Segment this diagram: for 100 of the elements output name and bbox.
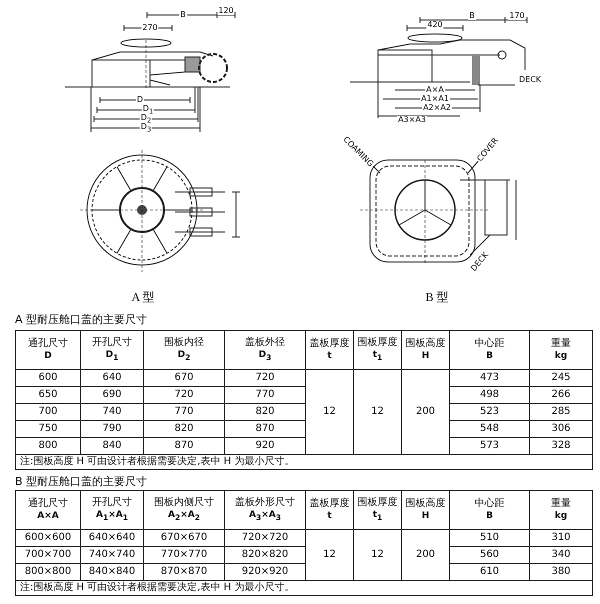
table-cell: 523: [480, 407, 500, 417]
dimension-label: 270: [141, 24, 159, 32]
dimension-label: A2×A2: [422, 104, 452, 112]
column-symbol: t: [327, 512, 332, 521]
column-header: 通孔尺寸: [28, 339, 68, 349]
column-header: 开孔尺寸: [92, 498, 132, 508]
table-cell: 548: [480, 424, 500, 434]
table-cell: 670×670: [160, 533, 208, 543]
column-header: 围板内侧尺寸: [154, 498, 214, 508]
table-cell: 573: [480, 441, 500, 451]
table-cell: 12: [323, 407, 336, 417]
dimension-label: D$_{1}$: [142, 104, 154, 116]
table-cell: 720×720: [242, 533, 288, 543]
table-cell: 306: [551, 424, 571, 434]
view-caption: B 型: [424, 291, 450, 303]
column-header: 中心距: [474, 499, 504, 509]
table-cell: 340: [551, 550, 571, 560]
table-cell: 12: [323, 550, 336, 560]
table-title: A 型耐压舱口盖的主要尺寸: [15, 312, 148, 327]
column-symbol: kg: [554, 352, 568, 361]
table-cell: 920×920: [242, 567, 288, 577]
table-cell: 800×800: [24, 567, 72, 577]
table-cell: 380: [551, 567, 571, 577]
table-cell: 600×600: [24, 533, 72, 543]
table-cell: 560: [480, 550, 500, 560]
column-header: 围板厚度: [358, 498, 398, 508]
column-symbol: A$_{3}$×A$_{3}$: [249, 511, 281, 522]
column-symbol: H: [422, 512, 430, 521]
column-symbol: B: [486, 512, 493, 521]
dimension-label: DECK: [518, 76, 542, 84]
table-cell: 310: [551, 533, 571, 543]
column-symbol: D$_{2}$: [178, 351, 190, 362]
dimension-label: D$_{3}$: [140, 122, 152, 134]
dimension-label: D: [136, 96, 144, 104]
table-cell: 720: [255, 373, 275, 383]
dimension-label: 420: [426, 21, 444, 29]
table-cell: 200: [416, 407, 436, 417]
column-header: 开孔尺寸: [92, 338, 132, 348]
table-cell: 640: [102, 373, 122, 383]
table-cell: 820: [255, 407, 275, 417]
column-symbol: D$_{1}$: [106, 351, 118, 362]
table-cell: 770×770: [160, 550, 208, 560]
dimension-label: A3×A3: [397, 116, 427, 124]
dimension-label: 120: [217, 7, 235, 15]
table-cell: 870×870: [160, 567, 208, 577]
column-header: 围板内径: [164, 338, 204, 348]
table-note: 注:围板高度 H 可由设计者根据需要决定,表中 H 为最小尺寸。: [20, 457, 294, 467]
dimension-label: B: [179, 11, 187, 19]
table-cell: 600: [38, 373, 58, 383]
table-cell: 920: [255, 441, 275, 451]
column-header: 围板高度: [406, 339, 446, 349]
column-header: 盖板外形尺寸: [235, 498, 295, 508]
column-symbol: D$_{3}$: [258, 351, 272, 362]
dimension-label: B: [468, 12, 476, 20]
column-symbol: D: [44, 352, 52, 361]
table-cell: 790: [102, 424, 122, 434]
column-header: 围板厚度: [358, 338, 398, 348]
column-header: 盖板厚度: [310, 339, 350, 349]
table-cell: 820: [174, 424, 194, 434]
column-header: 重量: [551, 499, 571, 509]
table-note: 注:围板高度 H 可由设计者根据需要决定,表中 H 为最小尺寸。: [20, 583, 294, 593]
table-cell: 740×740: [88, 550, 136, 560]
column-symbol: kg: [554, 512, 568, 521]
column-header: 通孔尺寸: [28, 499, 68, 509]
column-symbol: H: [422, 352, 430, 361]
table-cell: 650: [38, 390, 58, 400]
column-symbol: t$_{1}$: [372, 351, 382, 362]
view-caption: A 型: [130, 291, 156, 303]
table-cell: 640×640: [88, 533, 136, 543]
column-header: 盖板外径: [245, 338, 285, 348]
dimension-label: A×A: [425, 86, 445, 94]
column-symbol: A×A: [37, 512, 59, 521]
table-cell: 840×840: [88, 567, 136, 577]
table-cell: 740: [102, 407, 122, 417]
table-cell: 840: [102, 441, 122, 451]
table-cell: 285: [551, 407, 571, 417]
table-cell: 610: [480, 567, 500, 577]
table-cell: 700×700: [24, 550, 72, 560]
column-symbol: t$_{1}$: [372, 511, 382, 522]
table-cell: 266: [551, 390, 571, 400]
column-symbol: B: [486, 352, 493, 361]
column-symbol: t: [327, 352, 332, 361]
table-cell: 770: [255, 390, 275, 400]
dimension-label: A1×A1: [420, 95, 450, 103]
column-header: 围板高度: [406, 499, 446, 509]
table-cell: 12: [371, 550, 384, 560]
table-cell: 328: [551, 441, 571, 451]
dimension-label: D$_{2}$: [140, 114, 152, 124]
column-symbol: A$_{2}$×A$_{2}$: [168, 511, 200, 522]
table-cell: 720: [174, 390, 194, 400]
table-cell: 770: [174, 407, 194, 417]
table-cell: 690: [102, 390, 122, 400]
table-cell: 870: [174, 441, 194, 451]
column-header: 中心距: [474, 339, 504, 349]
table-cell: 800: [38, 441, 58, 451]
table-title: B 型耐压舱口盖的主要尺寸: [15, 474, 148, 489]
column-symbol: A$_{1}$×A$_{1}$: [96, 511, 128, 522]
table-cell: 510: [480, 533, 500, 543]
table-cell: 870: [255, 424, 275, 434]
table-cell: 12: [371, 407, 384, 417]
